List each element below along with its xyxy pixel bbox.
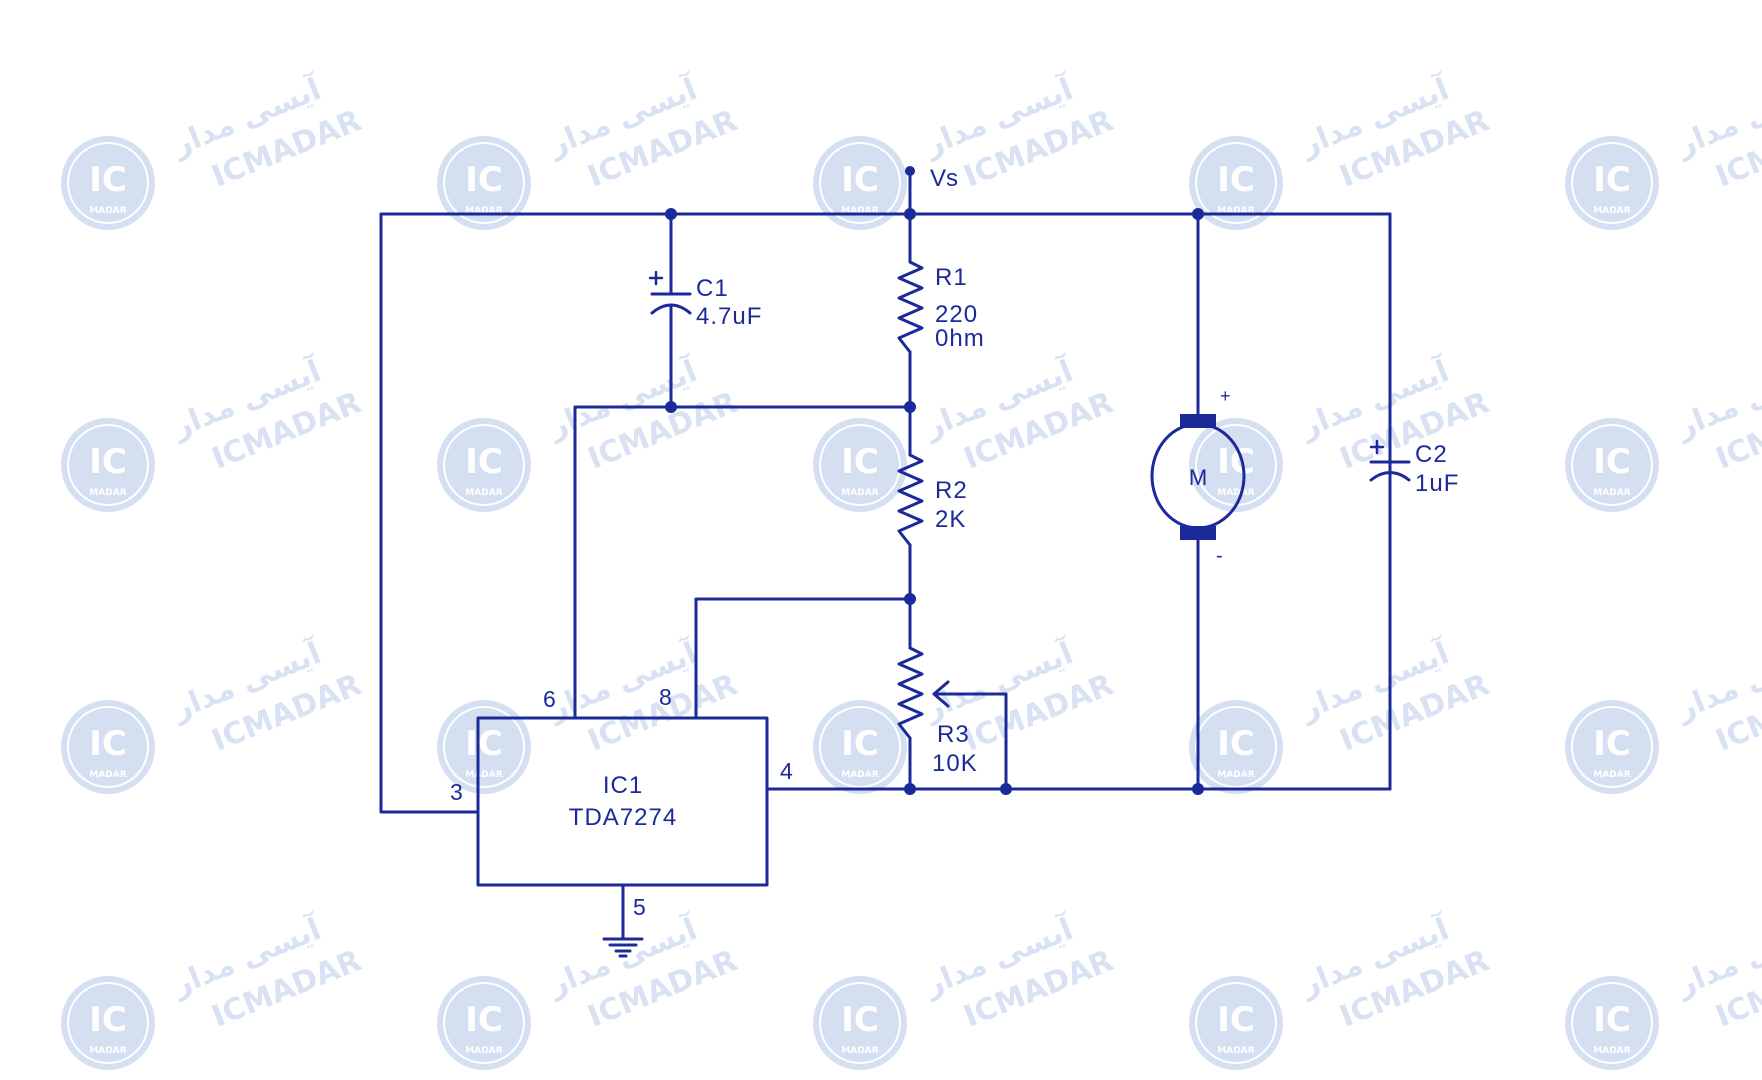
watermark-logo-subtext: MADAR xyxy=(1593,1046,1630,1056)
watermark-logo-text: IC xyxy=(89,160,127,200)
c1-value: 4.7uF xyxy=(696,303,762,330)
watermark-logo-subtext: MADAR xyxy=(1217,770,1254,780)
watermark-logo-subtext: MADAR xyxy=(1593,770,1630,780)
watermark-logo-subtext: MADAR xyxy=(1593,488,1630,498)
vs-terminal xyxy=(905,166,915,176)
junction-dot xyxy=(904,783,916,795)
junction-dot xyxy=(904,208,916,220)
watermark-logo-subtext: MADAR xyxy=(89,206,126,216)
r2-resistor xyxy=(897,453,924,547)
motor-minus: - xyxy=(1216,545,1223,567)
watermark-logo-text: IC xyxy=(1217,1000,1255,1040)
pin3-wire xyxy=(379,212,480,814)
watermark-logo-subtext: MADAR xyxy=(841,770,878,780)
pin5-label: 5 xyxy=(633,894,646,920)
watermark-logo-text: IC xyxy=(841,442,879,482)
watermark-logo-text: IC xyxy=(465,160,503,200)
pin4-label: 4 xyxy=(780,758,793,784)
watermark-logo-text: IC xyxy=(89,1000,127,1040)
schematic xyxy=(379,166,1411,958)
r1-name: R1 xyxy=(935,264,968,291)
pin6-label: 6 xyxy=(543,686,556,712)
watermark-logo-subtext: MADAR xyxy=(465,488,502,498)
r2-value: 2K xyxy=(935,506,966,533)
watermark-logo-subtext: MADAR xyxy=(1593,206,1630,216)
watermark-logo-text: IC xyxy=(1217,160,1255,200)
junction-dot xyxy=(665,401,677,413)
watermark-logo-subtext: MADAR xyxy=(841,488,878,498)
watermark-logo-text: IC xyxy=(1593,160,1631,200)
watermark-logo-subtext: MADAR xyxy=(1217,488,1254,498)
watermark-logo-subtext: MADAR xyxy=(89,770,126,780)
watermark-logo-text: IC xyxy=(841,160,879,200)
r1-resistor xyxy=(897,260,924,354)
r1-value-line2: 0hm xyxy=(935,325,985,352)
watermark-logo-subtext: MADAR xyxy=(1217,1046,1254,1056)
watermark-logo-text: IC xyxy=(841,1000,879,1040)
vs-label: Vs xyxy=(930,165,958,192)
ic1-name: IC1 xyxy=(603,772,643,799)
watermark-logo-subtext: MADAR xyxy=(841,206,878,216)
junction-dot xyxy=(904,593,916,605)
watermark-logo-text: IC xyxy=(89,724,127,764)
watermark-logo-subtext: MADAR xyxy=(465,770,502,780)
pin8-wire xyxy=(694,597,912,720)
c2-value: 1uF xyxy=(1415,470,1459,497)
watermark-logo-subtext: MADAR xyxy=(89,1046,126,1056)
c2-name: C2 xyxy=(1415,441,1448,468)
ic1-part: TDA7274 xyxy=(569,804,677,831)
junction-dots xyxy=(665,208,1204,795)
junction-dot xyxy=(904,401,916,413)
watermark-logo-text: IC xyxy=(1217,724,1255,764)
r3-value: 10K xyxy=(932,750,978,777)
watermark-logo-subtext: MADAR xyxy=(1217,206,1254,216)
pin8-label: 8 xyxy=(659,684,672,710)
motor-brush-bottom xyxy=(1180,526,1216,540)
watermark-logo-text: IC xyxy=(465,724,503,764)
watermark-logo-text: IC xyxy=(465,442,503,482)
watermark-logo-text: IC xyxy=(465,1000,503,1040)
junction-dot xyxy=(665,208,677,220)
watermark-logo-subtext: MADAR xyxy=(89,488,126,498)
watermark-logo-text: IC xyxy=(841,724,879,764)
motor-plus: + xyxy=(1220,386,1231,406)
watermark-logo-subtext: MADAR xyxy=(465,1046,502,1056)
junction-dot xyxy=(1192,783,1204,795)
pin6-wire xyxy=(573,405,912,720)
c2-plate-curved xyxy=(1369,471,1411,482)
watermark-logo-text: IC xyxy=(89,442,127,482)
watermark-logo-text: IC xyxy=(1593,1000,1631,1040)
r3-name: R3 xyxy=(937,721,970,748)
r1-value-line1: 220 xyxy=(935,301,978,328)
motor-label: M xyxy=(1189,465,1207,490)
pin3-label: 3 xyxy=(450,779,463,805)
c1-name: C1 xyxy=(696,275,729,302)
r3-resistor xyxy=(897,646,924,740)
r3-wiper-arrow xyxy=(932,680,950,708)
watermark-logo-subtext: MADAR xyxy=(841,1046,878,1056)
cap-plus-marks xyxy=(648,270,1385,455)
r3-wiper xyxy=(932,692,1008,791)
junction-dot xyxy=(1000,783,1012,795)
watermark-logo-text: IC xyxy=(1593,724,1631,764)
r2-name: R2 xyxy=(935,477,968,504)
watermark-logo-subtext: MADAR xyxy=(465,206,502,216)
watermark-logo-text: IC xyxy=(1593,442,1631,482)
junction-dot xyxy=(1192,208,1204,220)
